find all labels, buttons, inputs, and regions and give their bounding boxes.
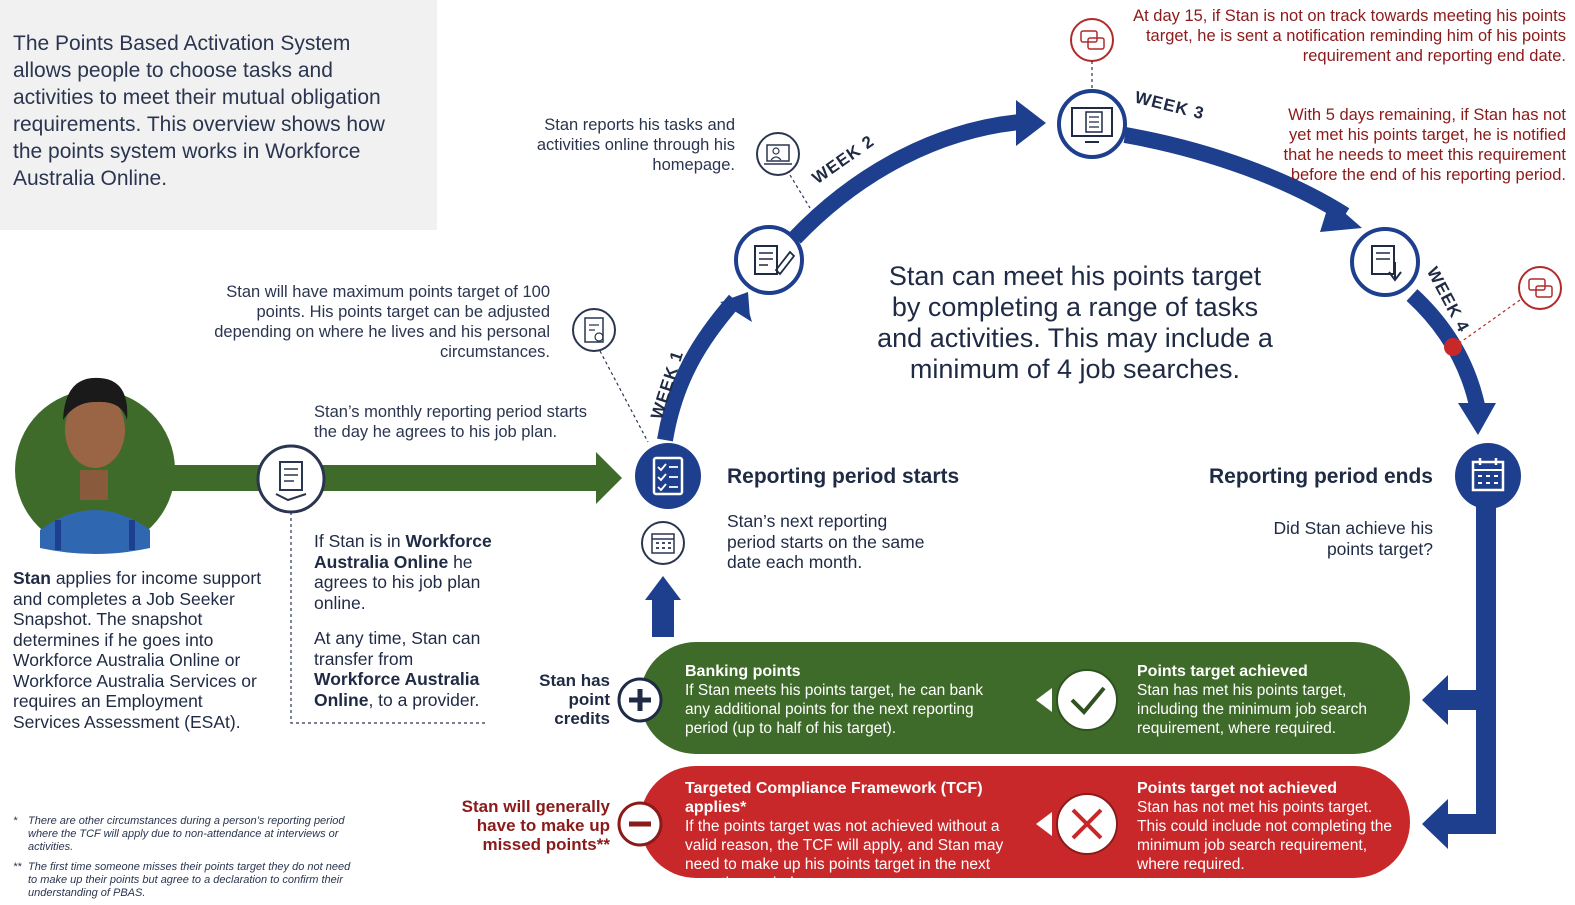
stan-name: Stan — [13, 568, 51, 588]
week2-arrowhead — [1016, 100, 1046, 146]
stan-avatar — [15, 377, 175, 554]
week3-arc — [1123, 127, 1350, 222]
plan-p1-b: Workforce Australia Online — [314, 531, 492, 572]
green-flow-arrow-shaft — [170, 465, 600, 491]
not-achieved-body: Stan has not met his points target. This… — [1137, 799, 1393, 873]
reporting-ends-title: Reporting period ends — [1208, 465, 1433, 488]
plan-text-2: At any time, Stan can transfer from Work… — [314, 628, 494, 710]
week3-arrowhead — [1320, 200, 1362, 232]
reporting-start-icon — [635, 443, 701, 509]
check-circle — [1056, 669, 1118, 731]
footnote-2-mark: ** — [13, 861, 22, 873]
achieved-body: Stan has met his points target, includin… — [1137, 682, 1368, 737]
job-plan-icon — [256, 444, 326, 514]
week4-download-doc-icon — [1350, 227, 1420, 297]
week2-doc-icon — [734, 225, 804, 295]
target-achieved: Points target achieved Stan has met his … — [1137, 662, 1397, 738]
reporting-starts-body: Stan’s next reporting period starts on t… — [727, 511, 925, 572]
max-points-note: Stan will have maximum points target of … — [214, 283, 550, 361]
banking-body: If Stan meets his points target, he can … — [685, 682, 984, 737]
plan-text-1: If Stan is in Workforce Australia Online… — [314, 531, 494, 613]
plan-p2-a: At any time, Stan can transfer from — [314, 628, 481, 669]
red-pill-bg — [640, 766, 1410, 878]
week1-arrowhead — [726, 292, 750, 318]
reports-note: Stan reports his tasks and activities on… — [536, 116, 735, 174]
five-days-note: With 5 days remaining, if Stan has not y… — [1283, 106, 1567, 184]
tcf-title: Targeted Compliance Framework (TCF) appl… — [685, 780, 983, 816]
plan-p1-a: If Stan is in — [314, 531, 401, 551]
week3-computer-icon — [1057, 89, 1127, 159]
target-not-achieved: Points target not achieved Stan has not … — [1137, 779, 1397, 874]
stan-desc: applies for income support and completes… — [13, 568, 262, 732]
green-flow-arrow-head — [596, 452, 622, 504]
point-credits-label: Stan has point credits — [539, 671, 610, 728]
tcf-body: If the points target was not achieved wi… — [685, 818, 1004, 892]
five-days-marker — [1444, 338, 1462, 356]
reporting-ends-body: Did Stan achieve his points target? — [1273, 518, 1433, 559]
reporting-end-icon — [1455, 443, 1521, 509]
intro-text: The Points Based Activation System allow… — [13, 32, 385, 190]
stan-description: Stan applies for income support and comp… — [13, 568, 263, 732]
footnote-1-mark: * — [13, 815, 18, 827]
monthly-note: Stan’s monthly reporting period starts t… — [314, 403, 587, 441]
week2-arc — [789, 114, 1021, 244]
start-calendar-icon — [641, 521, 685, 565]
plan-p1-c: he agrees to his job plan online. — [314, 551, 481, 613]
intro-box: The Points Based Activation System allow… — [0, 0, 437, 230]
day15-message-icon — [1070, 18, 1114, 62]
center-message: Stan can meet his points target by compl… — [877, 261, 1273, 384]
banking-title: Banking points — [685, 663, 801, 680]
plan-p2-b: Workforce Australia Online — [314, 669, 480, 710]
green-pill-bg — [640, 642, 1410, 754]
plan-p2-c: , to a provider. — [368, 689, 480, 710]
tcf-applies: Targeted Compliance Framework (TCF) appl… — [685, 779, 1030, 893]
up-arrow — [645, 576, 681, 600]
week1-arc — [657, 294, 742, 442]
banking-points: Banking points If Stan meets his points … — [685, 662, 1005, 738]
day15-note: At day 15, if Stan is not on track towar… — [1133, 7, 1566, 65]
reporting-starts-title: Reporting period starts — [727, 465, 960, 488]
missed-points-label: Stan will generally have to make up miss… — [461, 797, 610, 854]
achieved-title: Points target achieved — [1137, 663, 1308, 680]
five-days-message-icon — [1518, 266, 1562, 310]
points-clipboard-icon — [572, 308, 616, 352]
footnote-2: The first time someone misses their poin… — [28, 861, 351, 899]
footnote-1: There are other circumstances during a p… — [28, 815, 345, 853]
week4-arrowhead — [1458, 403, 1496, 435]
reporting-person-icon — [756, 132, 800, 176]
end-connector — [1476, 505, 1496, 825]
not-achieved-title: Points target not achieved — [1137, 780, 1338, 797]
